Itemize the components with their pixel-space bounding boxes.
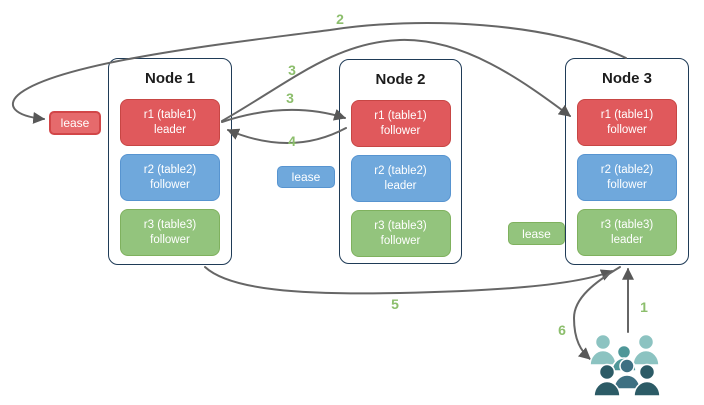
- replica-name: r2 (table2): [374, 164, 427, 177]
- replica-role: follower: [150, 178, 190, 191]
- lease-badge-table1: lease: [49, 111, 101, 135]
- user-back-right: [632, 333, 660, 366]
- replica-name: r1 (table1): [374, 109, 427, 122]
- node-3-replica-r3: r3 (table3) leader: [577, 209, 677, 256]
- node-1-title: Node 1: [144, 70, 195, 87]
- user-middle: [611, 344, 637, 372]
- replica-role: follower: [150, 233, 190, 246]
- replica-name: r2 (table2): [143, 163, 197, 176]
- user-back-left: [589, 333, 617, 366]
- replica-role: follower: [607, 123, 647, 136]
- replica-role: leader: [154, 123, 186, 136]
- node-2-title: Node 2: [375, 71, 426, 88]
- lease-badge-table2: lease: [277, 166, 335, 188]
- step-label-3a: 3: [288, 62, 296, 78]
- arrow-step-4: [226, 127, 347, 144]
- replica-role: leader: [384, 179, 417, 192]
- step-label-4: 4: [288, 133, 296, 149]
- user-front-center: [613, 358, 641, 390]
- replica-role: follower: [380, 124, 421, 137]
- node-2-replica-r1: r1 (table1) follower: [350, 100, 451, 147]
- node-3-replica-r1: r1 (table1) follower: [577, 99, 677, 146]
- arrow-step-6: [572, 266, 621, 360]
- arrow-step-3-to-node2: [221, 108, 347, 123]
- node-2-replica-r2: r2 (table2) leader: [350, 155, 451, 202]
- step-label-6: 6: [558, 322, 566, 338]
- lease-badge-table3: lease: [508, 222, 565, 245]
- replica-name: r3 (table3): [600, 218, 654, 231]
- node-3-replica-r2: r2 (table2) follower: [577, 154, 677, 201]
- arrow-step-2: [12, 22, 627, 124]
- step-label-1: 1: [640, 299, 648, 315]
- node-3-title: Node 3: [601, 70, 652, 87]
- node-2-replica-r3: r3 (table3) follower: [350, 210, 451, 257]
- node-1-replica-r3: r3 (table3) follower: [120, 209, 220, 256]
- step-label-3b: 3: [286, 90, 294, 106]
- replica-name: r3 (table3): [143, 218, 197, 231]
- replica-name: r3 (table3): [374, 219, 427, 232]
- arrow-step-5: [204, 266, 614, 295]
- node-1: Node 1 r1 (table1) leader r2 (table2) fo…: [108, 58, 232, 265]
- user-front-right: [633, 363, 661, 397]
- node-2: Node 2 r1 (table1) follower r2 (table2) …: [339, 59, 462, 264]
- replica-name: r1 (table1): [600, 108, 654, 121]
- replica-name: r2 (table2): [600, 163, 654, 176]
- users-icon: [589, 333, 661, 397]
- node-3: Node 3 r1 (table1) follower r2 (table2) …: [565, 58, 689, 265]
- step-label-5: 5: [391, 296, 399, 312]
- node-1-replica-r1: r1 (table1) leader: [120, 99, 220, 146]
- replica-role: leader: [611, 233, 643, 246]
- replica-role: follower: [380, 234, 421, 247]
- replica-name: r1 (table1): [143, 108, 197, 121]
- replica-role: follower: [607, 178, 647, 191]
- step-label-2: 2: [336, 11, 344, 27]
- user-front-left: [593, 363, 621, 397]
- node-1-replica-r2: r2 (table2) follower: [120, 154, 220, 201]
